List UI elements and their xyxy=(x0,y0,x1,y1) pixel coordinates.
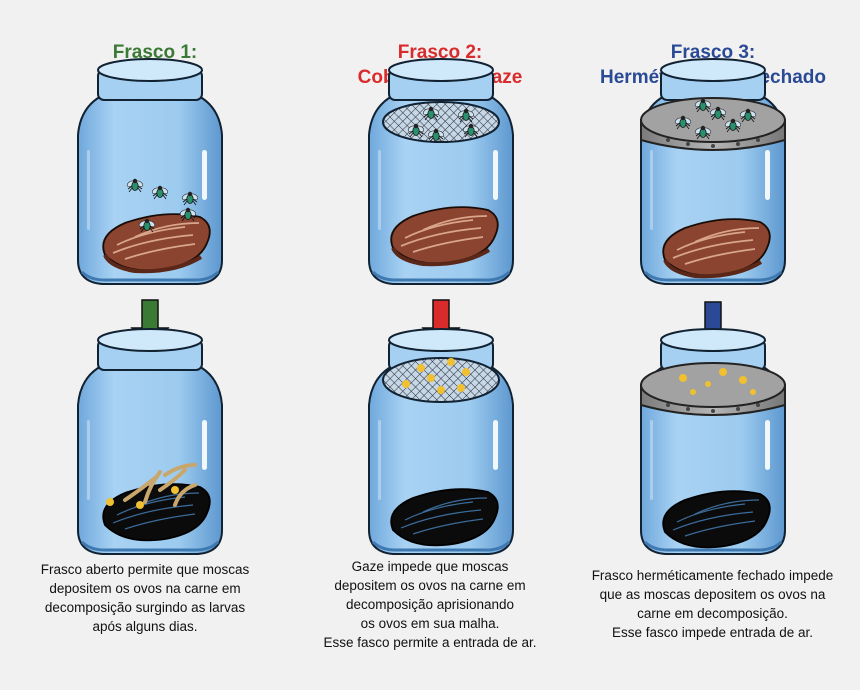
caption-line: os ovos em sua malha. xyxy=(360,616,500,631)
caption-line: decomposição surgindo as larvas xyxy=(44,600,246,615)
caption-line: decomposição aprisionando xyxy=(345,597,515,612)
egg-icon xyxy=(690,389,696,395)
egg-icon xyxy=(679,374,687,382)
egg-icon xyxy=(106,498,114,506)
caption-line: depositem os ovos na carne em xyxy=(49,581,241,596)
flask-1-jar-before xyxy=(76,57,224,286)
flask-1-jar-after xyxy=(76,327,224,556)
egg-icon xyxy=(750,389,756,395)
egg-icon xyxy=(437,386,445,394)
caption-line: após alguns dias. xyxy=(92,619,198,634)
caption-line: depositem os ovos na carne em xyxy=(334,578,526,593)
flask-1-title-line1: Frasco 1: xyxy=(112,42,198,63)
flask-3-jar-before xyxy=(639,57,787,286)
flask-2-jar-after xyxy=(367,327,515,556)
flask-2-caption: Gaze impede que moscas depositem os ovos… xyxy=(295,557,565,652)
caption-line: Esse fasco permite a entrada de ar. xyxy=(323,635,537,650)
lid-icon xyxy=(640,97,786,151)
caption-line: carne em decomposição. xyxy=(637,606,788,621)
caption-line: Frasco herméticamente fechado impede xyxy=(591,568,834,583)
flask-3-jar-after xyxy=(639,327,787,556)
egg-icon xyxy=(136,501,144,509)
flask-2-title-line1: Frasco 2: xyxy=(397,42,483,63)
egg-icon xyxy=(719,368,727,376)
egg-icon xyxy=(739,376,747,384)
flask-3-caption: Frasco herméticamente fechado impede que… xyxy=(570,566,855,642)
flask-1-caption: Frasco aberto permite que moscas deposit… xyxy=(10,560,280,636)
egg-icon xyxy=(402,380,410,388)
egg-icon xyxy=(705,381,711,387)
gauze-icon xyxy=(382,357,500,403)
caption-line: Frasco aberto permite que moscas xyxy=(40,562,250,577)
lid-icon xyxy=(640,362,786,416)
caption-line: Gaze impede que moscas xyxy=(351,559,509,574)
egg-icon xyxy=(427,374,435,382)
caption-line: Esse fasco impede entrada de ar. xyxy=(611,625,814,640)
egg-icon xyxy=(457,384,465,392)
flask-3-title-line1: Frasco 3: xyxy=(670,42,756,63)
larva-icon xyxy=(123,463,197,507)
egg-icon xyxy=(447,358,455,366)
flask-2-jar-before xyxy=(367,57,515,286)
egg-icon xyxy=(462,368,470,376)
egg-icon xyxy=(417,364,425,372)
caption-line: que as moscas depositem os ovos na xyxy=(599,587,826,602)
egg-icon xyxy=(171,486,179,494)
